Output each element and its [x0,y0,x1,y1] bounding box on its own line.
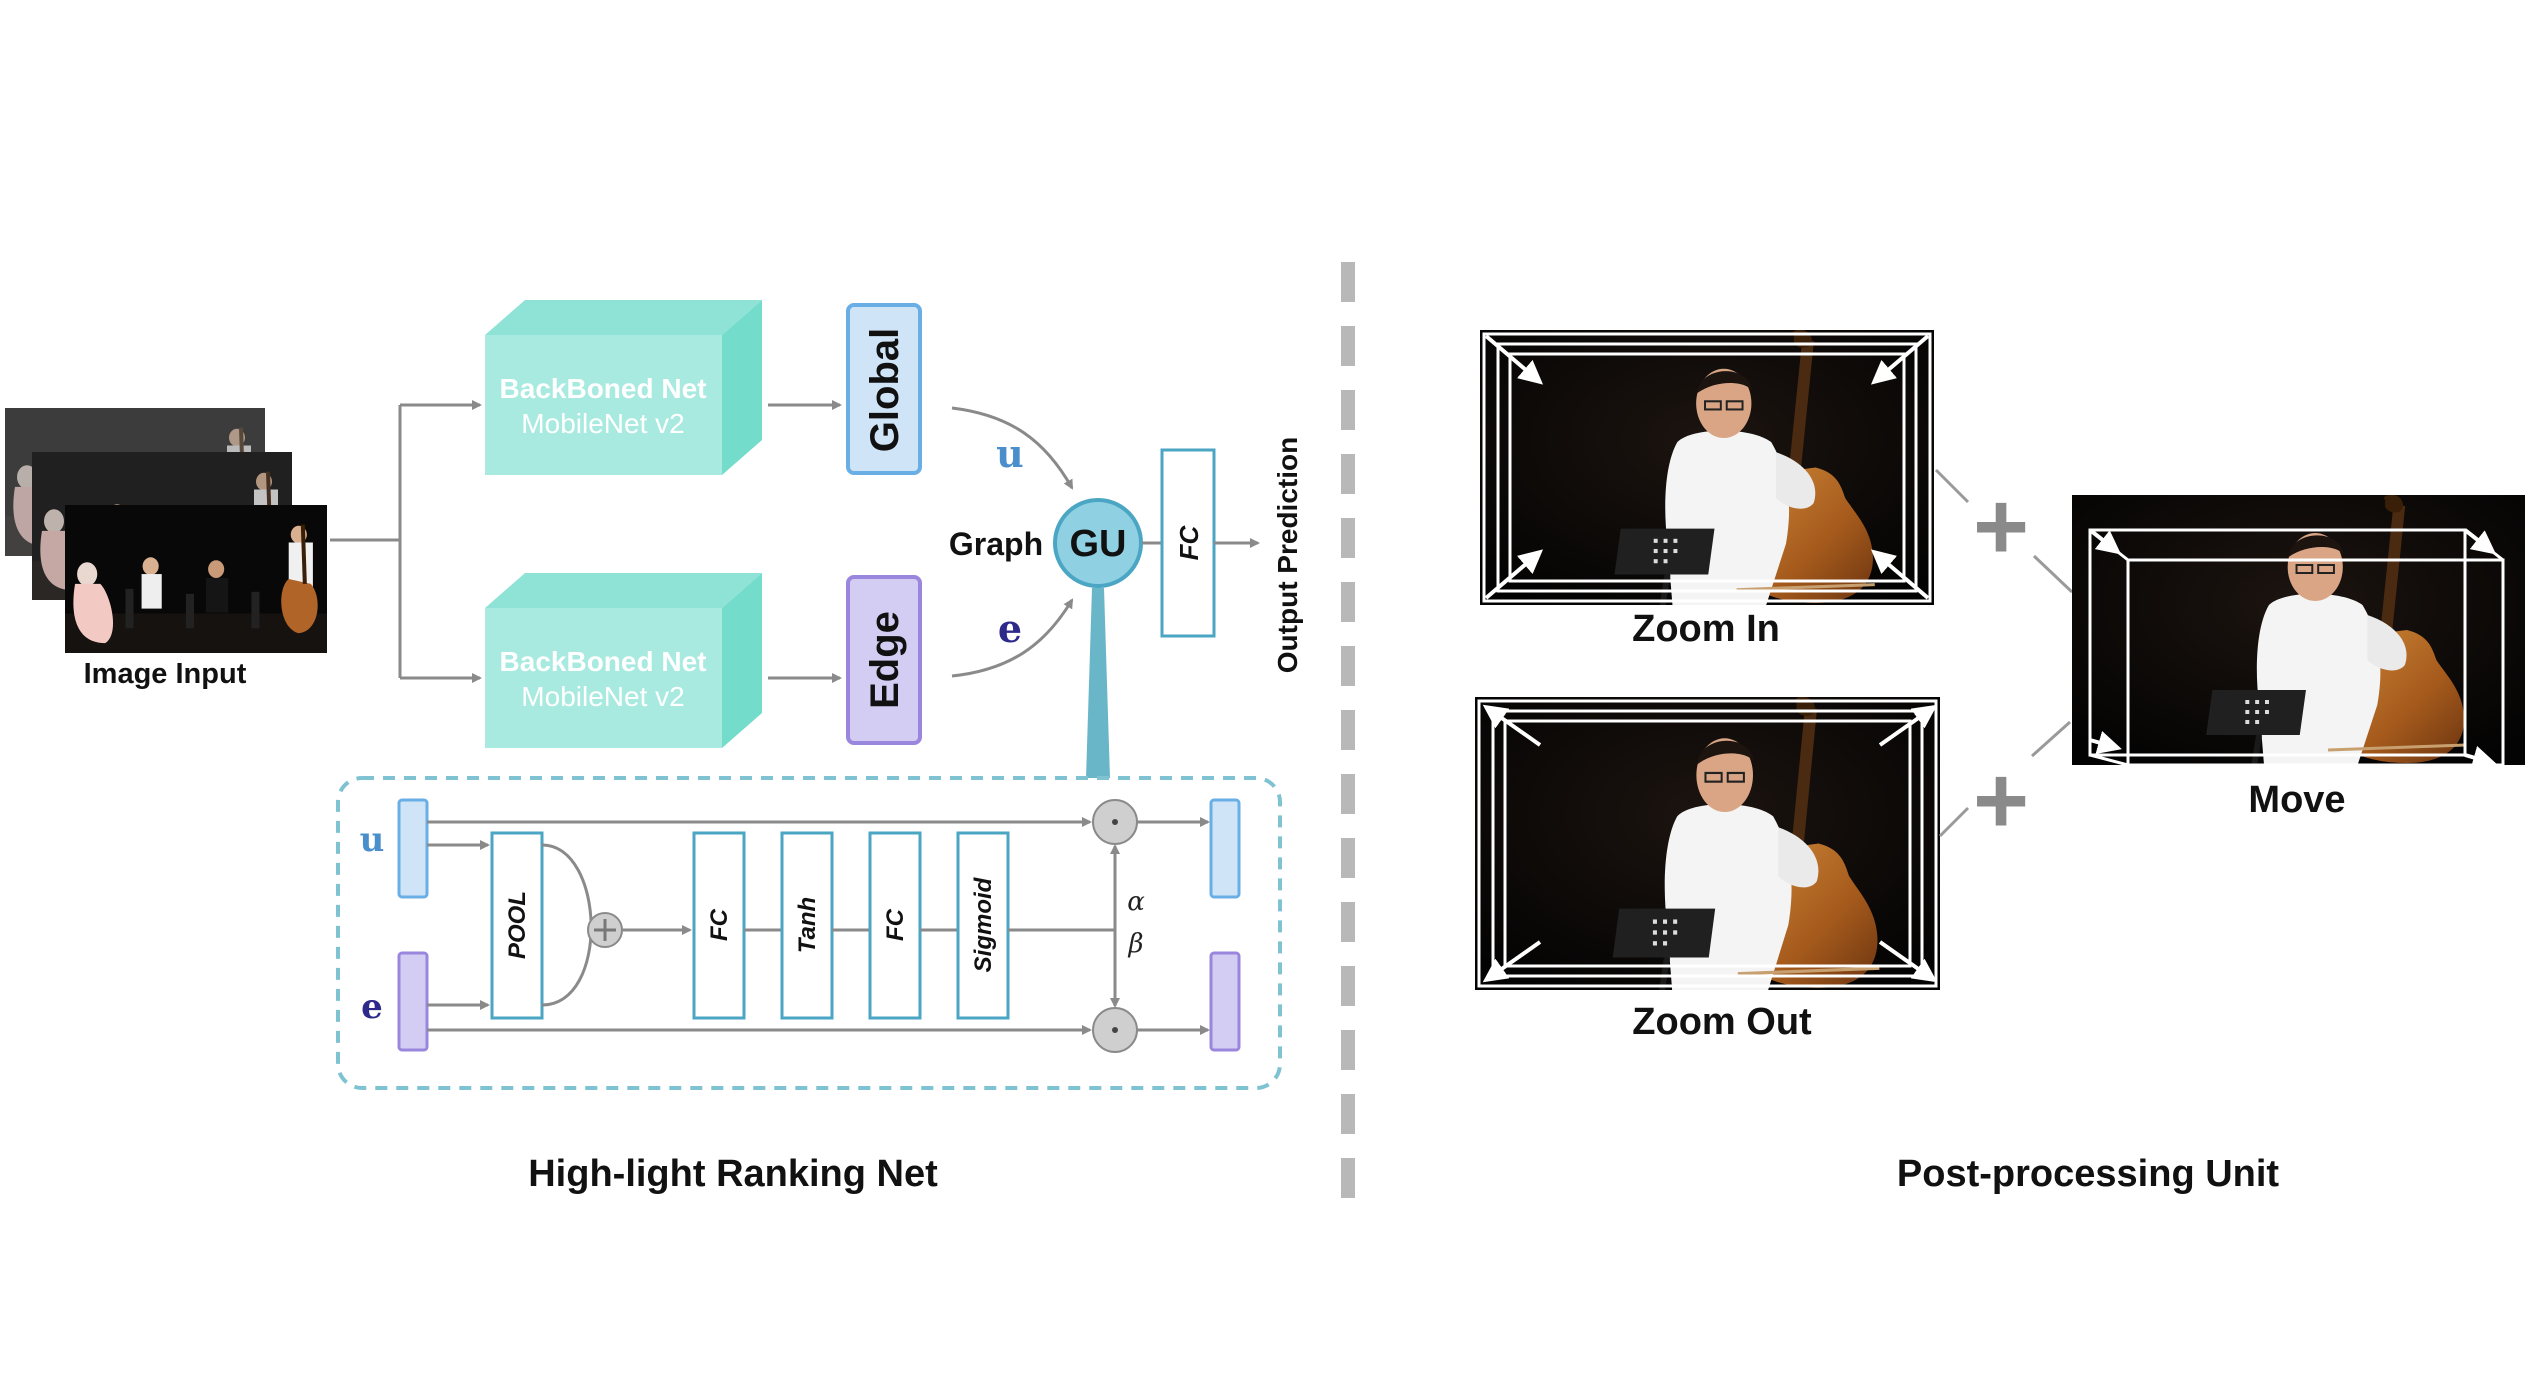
sigmoid-block [956,831,1010,1020]
zoom-in-photo [1480,330,1934,605]
output-prediction-label: Output Prediction [1272,437,1303,673]
gu-label: GU [1070,523,1127,565]
gu-node: GU [1053,498,1143,588]
gu-detail-box [336,776,1282,1090]
u-label: u [996,431,1024,476]
edge-feature-block: Edge [846,575,922,745]
move-panel: Move [2072,495,2525,821]
global-feature-block: Global [846,303,922,475]
backbone-top-line1: BackBoned Net [500,373,707,404]
backbone-bottom-line2: MobileNet v2 [521,681,684,712]
pool-label: POOL [504,891,531,959]
pool-block [490,831,544,1020]
zoom-out-arrows [1482,704,1938,983]
fc-label: FC [1174,524,1204,560]
gu-detail-diagram: u e POOL FC Tanh FC Sigmoid [360,798,1241,1053]
graph-label: Graph [949,526,1043,562]
detail-u-label: u [360,820,385,860]
sigmoid-label: Sigmoid [970,876,997,972]
plus-sign-bottom: + [1973,747,2029,854]
move-arrows [2088,528,2497,770]
detail-fc1-block [692,831,746,1020]
e-label: e [998,606,1022,651]
zoom-in-panel: Zoom In [1480,330,1934,650]
move-label: Move [2248,779,2345,821]
post-processing-title: Post-processing Unit [1897,1153,2279,1195]
detail-e-input-bar [397,951,429,1052]
input-frame-front [65,505,327,653]
backbone-top-line2: MobileNet v2 [521,408,684,439]
fc-output-block: FC [1160,448,1216,638]
detail-e-output-bar [1209,951,1241,1052]
zoom-out-label: Zoom Out [1632,1001,1812,1043]
tanh-label: Tanh [794,897,821,953]
zoom-in-label: Zoom In [1632,608,1780,650]
global-label: Global [863,328,907,452]
plus-sign-top: + [1973,473,2029,580]
image-input-label: Image Input [84,658,247,690]
feature-to-gu-arrows [951,406,1074,678]
input-connectors [330,400,482,683]
detail-u-output-bar [1209,798,1241,899]
zoom-out-panel: Zoom Out [1475,697,1940,1043]
detail-fc1-label: FC [706,908,733,941]
beta-label: β [1127,929,1143,959]
gu-detail-callout [1086,588,1110,778]
tanh-block [780,831,834,1020]
post-process-connectors [1934,468,2074,838]
detail-e-label: e [361,987,383,1027]
image-input-stack: Image Input [5,408,327,690]
zoom-out-photo [1475,697,1940,990]
detail-fc2-block [868,831,922,1020]
zoom-in-arrows [1484,334,1930,600]
detail-u-input-bar [397,798,429,899]
highlight-ranking-title: High-light Ranking Net [528,1153,938,1195]
backbone-bottom-line1: BackBoned Net [500,646,707,677]
move-photo [2072,495,2525,765]
alpha-label: α [1127,887,1145,917]
backbone-top-block: BackBoned Net MobileNet v2 [485,300,762,475]
backbone-to-feature-arrows [768,400,842,683]
edge-label: Edge [863,611,907,709]
detail-fc2-label: FC [882,908,909,941]
backbone-bottom-block: BackBoned Net MobileNet v2 [485,573,762,748]
